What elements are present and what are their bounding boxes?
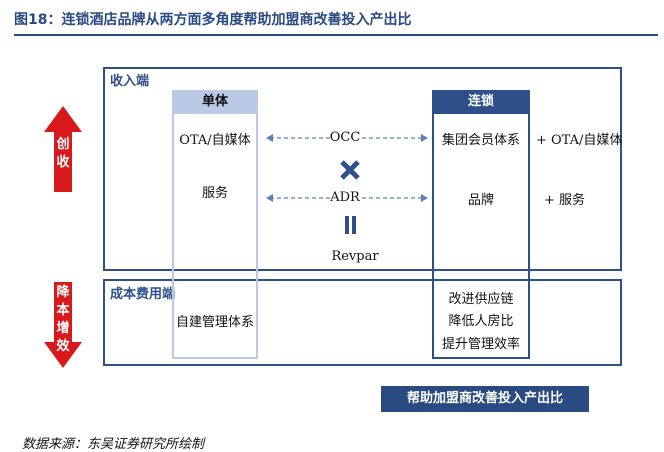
single-header: 单体	[172, 90, 258, 114]
metrics-connectors	[266, 134, 428, 234]
single-service: 服务	[201, 186, 228, 201]
adr-label: ADR	[330, 190, 360, 205]
chain-header: 连锁	[432, 90, 530, 114]
single-header-label: 单体	[201, 94, 228, 109]
chain-cost-line: 降低人房比	[448, 314, 514, 329]
extra-service: + 服务	[544, 193, 586, 208]
equals-icon	[345, 216, 356, 234]
increase-revenue-label: 创收	[56, 137, 70, 170]
multiply-icon	[340, 160, 360, 180]
revenue-label: 收入端	[110, 74, 150, 89]
revenue-frame	[103, 67, 622, 271]
chain-cost-line: 提升管理效率	[441, 337, 520, 352]
chain-cost-line: 改进供应链	[448, 292, 514, 307]
title-divider	[14, 34, 658, 36]
chain-brand: 品牌	[467, 193, 494, 208]
source-note: 数据来源：东吴证券研究所绘制	[22, 437, 205, 452]
figure-title: 图18：连锁酒店品牌从两方面多角度帮助加盟商改善投入产出比	[14, 12, 412, 28]
up-arrow-icon	[44, 106, 82, 192]
single-ota: OTA/自媒体	[179, 133, 251, 148]
cost-label: 成本费用端	[110, 287, 176, 302]
chain-membership: 集团会员体系	[441, 133, 520, 148]
cost-reduction-label: 降本增效	[56, 285, 70, 354]
single-cost: 自建管理体系	[175, 315, 254, 330]
occ-arrow	[266, 134, 428, 142]
revpar-label: Revpar	[331, 249, 379, 264]
down-arrow-icon	[44, 282, 82, 368]
extra-ota: + OTA/自媒体	[536, 133, 623, 148]
chain-header-label: 连锁	[467, 94, 494, 109]
cost-frame	[103, 279, 622, 366]
occ-label: OCC	[329, 130, 361, 145]
adr-arrow	[266, 194, 428, 202]
conclusion-box: 帮助加盟商改善投入产出比	[381, 386, 589, 412]
